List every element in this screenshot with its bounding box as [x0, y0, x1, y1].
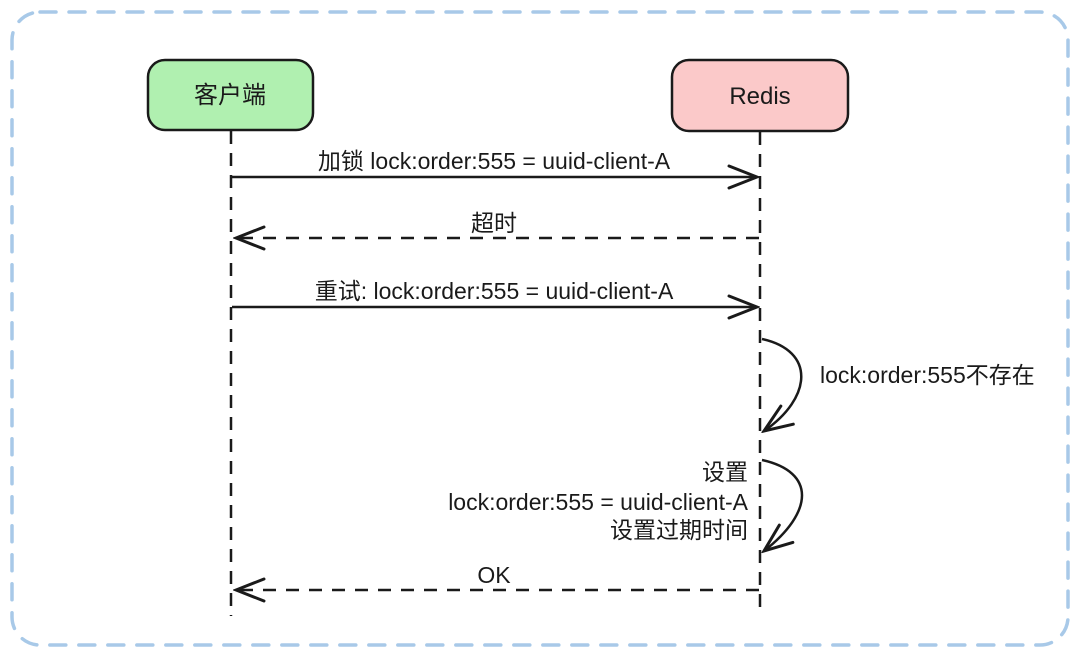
self-loop-key-not-exist: lock:order:555不存在 [762, 337, 1035, 431]
redis-actor-label: Redis [729, 83, 790, 110]
self-loop-label-line1: 设置 [702, 459, 748, 485]
diagram-frame-border [10, 10, 1070, 647]
message-label: 加锁 lock:order:555 = uuid-client-A [318, 148, 671, 174]
self-loop-label-line2: lock:order:555 = uuid-client-A [448, 489, 748, 515]
message-ok: OK [236, 562, 759, 590]
client-actor-box [146, 58, 315, 132]
self-loop-label: lock:order:555不存在 [820, 362, 1035, 388]
self-loop-label-line3: 设置过期时间 [610, 517, 748, 543]
message-lock-request: 加锁 lock:order:555 = uuid-client-A [232, 148, 757, 177]
message-label: 超时 [471, 210, 517, 236]
client-actor-label: 客户端 [194, 82, 266, 109]
message-label: OK [477, 562, 511, 588]
redis-actor-box [670, 58, 850, 133]
message-timeout: 超时 [236, 210, 759, 238]
redis-actor: Redis [670, 58, 850, 133]
self-loop-set-key: 设置 lock:order:555 = uuid-client-A 设置过期时间 [448, 458, 804, 551]
client-actor: 客户端 [146, 58, 315, 132]
message-label: 重试: lock:order:555 = uuid-client-A [315, 278, 674, 304]
self-loop-arrow [762, 458, 804, 551]
self-loop-arrow [762, 337, 803, 431]
message-retry-lock: 重试: lock:order:555 = uuid-client-A [232, 278, 757, 307]
